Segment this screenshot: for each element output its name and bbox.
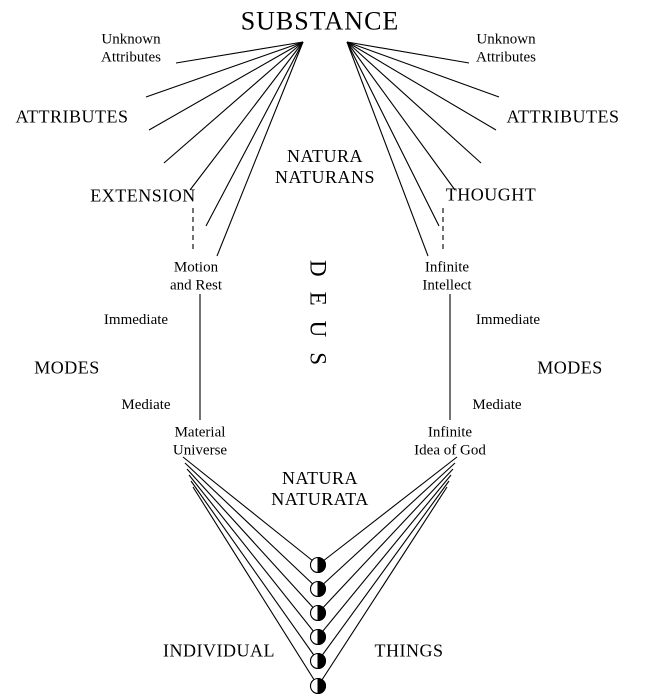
right-fan-lines	[346, 41, 500, 257]
unknown-attributes-left-line1: Unknown	[101, 31, 161, 48]
mediate-left-label: Mediate	[121, 397, 171, 414]
right-bundle-lines	[317, 456, 458, 687]
modes-left-label: MODES	[34, 357, 100, 378]
motion-and-rest-line2: and Rest	[169, 277, 223, 293]
substance-label: SUBSTANCE	[240, 6, 400, 36]
unknown-attributes-right-line1: Unknown	[476, 31, 536, 48]
natura-naturata-label: NATURA NATURATA	[271, 468, 369, 510]
infinite-intellect-line2: Intellect	[422, 277, 472, 293]
mediate-right-label: Mediate	[472, 397, 522, 414]
individual-things-nodes	[309, 556, 327, 695]
material-universe-label: Material Universe	[173, 424, 227, 459]
material-universe-line2: Universe	[172, 442, 228, 458]
left-bundle-lines	[182, 456, 319, 687]
immediate-right-label: Immediate	[475, 312, 541, 329]
motion-and-rest-label: Motion and Rest	[170, 259, 222, 294]
immediate-left-label: Immediate	[103, 312, 169, 329]
thought-label: THOUGHT	[445, 184, 537, 205]
things-label: THINGS	[374, 640, 444, 661]
unknown-attributes-left-label: Unknown Attributes	[101, 31, 161, 66]
unknown-attributes-left-line2: Attributes	[101, 49, 161, 65]
individual-label: INDIVIDUAL	[163, 640, 275, 661]
modes-right-label: MODES	[537, 357, 603, 378]
deus-label: DEUS	[305, 259, 331, 381]
left-fan-lines	[145, 41, 304, 257]
natura-naturans-line1: NATURA	[286, 145, 364, 166]
natura-naturans-label: NATURA NATURANS	[275, 146, 375, 188]
infinite-intellect-line1: Infinite	[424, 259, 470, 276]
attributes-left-label: ATTRIBUTES	[15, 106, 129, 127]
half-filled-circle-icon	[309, 604, 327, 622]
half-filled-circle-icon	[309, 556, 327, 574]
motion-and-rest-line1: Motion	[173, 259, 219, 276]
infinite-idea-of-god-line2: Idea of God	[414, 442, 486, 458]
natura-naturata-line1: NATURA	[281, 467, 358, 488]
material-universe-line1: Material	[174, 424, 226, 441]
infinite-idea-of-god-line1: Infinite	[427, 424, 473, 441]
attributes-right-label: ATTRIBUTES	[506, 106, 620, 127]
infinite-intellect-label: Infinite Intellect	[422, 259, 471, 294]
half-filled-circle-icon	[309, 580, 327, 598]
half-filled-circle-icon	[309, 628, 327, 646]
infinite-idea-of-god-label: Infinite Idea of God	[414, 424, 486, 459]
extension-label: EXTENSION	[90, 185, 196, 206]
natura-naturans-line2: NATURANS	[274, 167, 376, 187]
half-filled-circle-icon	[309, 652, 327, 670]
unknown-attributes-right-line2: Attributes	[476, 49, 536, 65]
unknown-attributes-right-label: Unknown Attributes	[476, 31, 536, 66]
natura-naturata-line2: NATURATA	[271, 489, 369, 509]
half-filled-circle-icon	[309, 677, 327, 695]
